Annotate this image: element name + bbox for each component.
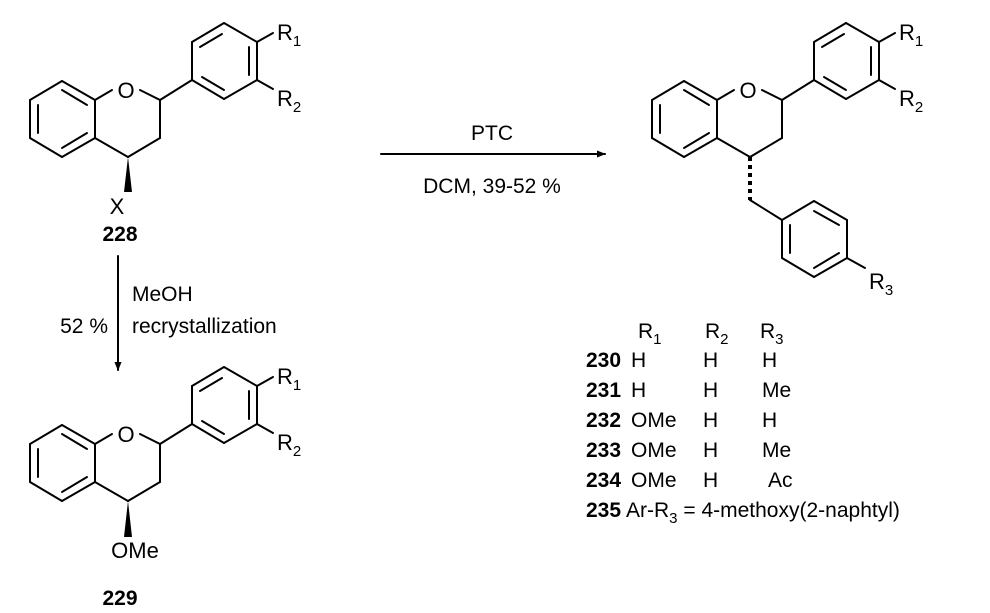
row-r1-value: OMe [631, 409, 677, 432]
table-header-r3: R3 [760, 320, 784, 348]
row-compound-number: 232 [586, 409, 621, 432]
table-row: 231 H H Me [586, 379, 791, 402]
row-r3-value: H [762, 409, 777, 432]
table-header-r2: R2 [705, 320, 729, 348]
oxygen-label: O [117, 78, 134, 103]
row-r1-value: H [631, 379, 646, 402]
table-row: 234 OMe H Ac [586, 469, 793, 492]
row-compound-number: 231 [586, 379, 621, 402]
table-row-naphthyl: 235 Ar-R3 = 4-methoxy(2-naphtyl) [586, 499, 900, 527]
compound-229-structure: O OMe R1 R2 229 [29, 364, 301, 610]
arrow-condition-reagent: PTC [471, 122, 513, 145]
r2-label: R2 [899, 86, 923, 116]
row-r3-value: H [762, 349, 777, 372]
table-row: 233 OMe H Me [586, 439, 791, 462]
arrow-condition-solvent-yield: DCM, 39-52 % [423, 175, 561, 198]
oxygen-label: O [117, 422, 134, 447]
r1-label: R1 [899, 20, 923, 50]
compound-228-structure: O X R1 R2 228 [29, 20, 301, 246]
row-r1-value: OMe [631, 439, 677, 462]
table-row: 230 H H H [586, 349, 777, 372]
methoxy-substituent-label: OMe [111, 538, 159, 563]
table-row: 232 OMe H H [586, 409, 777, 432]
compound-229-number: 229 [102, 587, 137, 610]
arrow-yield: 52 % [60, 315, 108, 338]
substituent-table: R1 R2 R3 230 H H H 231 H H Me 232 OMe H … [586, 320, 900, 527]
r1-label: R1 [277, 364, 301, 394]
row-r3-value: Me [762, 439, 791, 462]
x-substituent-label: X [110, 194, 125, 219]
row-r1-value: OMe [631, 469, 677, 492]
row-r2-value: H [703, 409, 718, 432]
oxygen-label: O [739, 78, 756, 103]
row-r2-value: H [703, 439, 718, 462]
compound-228-number: 228 [102, 223, 137, 246]
row-r2-value: H [703, 469, 718, 492]
reaction-arrow-down: 52 % MeOH recrystallization [60, 255, 277, 371]
row-aryl-description: Ar-R3 = 4-methoxy(2-naphtyl) [626, 499, 900, 527]
row-r3-value: Ac [768, 469, 793, 492]
r2-label: R2 [277, 430, 301, 460]
row-r2-value: H [703, 379, 718, 402]
row-r1-value: H [631, 349, 646, 372]
row-compound-number: 233 [586, 439, 621, 462]
reaction-arrow-right: PTC DCM, 39-52 % [380, 122, 606, 198]
row-compound-number: 234 [586, 469, 621, 492]
row-r3-value: Me [762, 379, 791, 402]
r3-label: R3 [869, 269, 893, 299]
table-header-r1: R1 [638, 320, 662, 348]
row-compound-number: 230 [586, 349, 621, 372]
r1-label: R1 [277, 20, 301, 50]
r2-label: R2 [277, 86, 301, 116]
arrow-reagent: MeOH [132, 283, 193, 306]
product-structure: O R1 R2 R3 [651, 20, 923, 299]
row-r2-value: H [703, 349, 718, 372]
row-compound-number: 235 [586, 499, 621, 522]
arrow-process: recrystallization [132, 315, 277, 338]
